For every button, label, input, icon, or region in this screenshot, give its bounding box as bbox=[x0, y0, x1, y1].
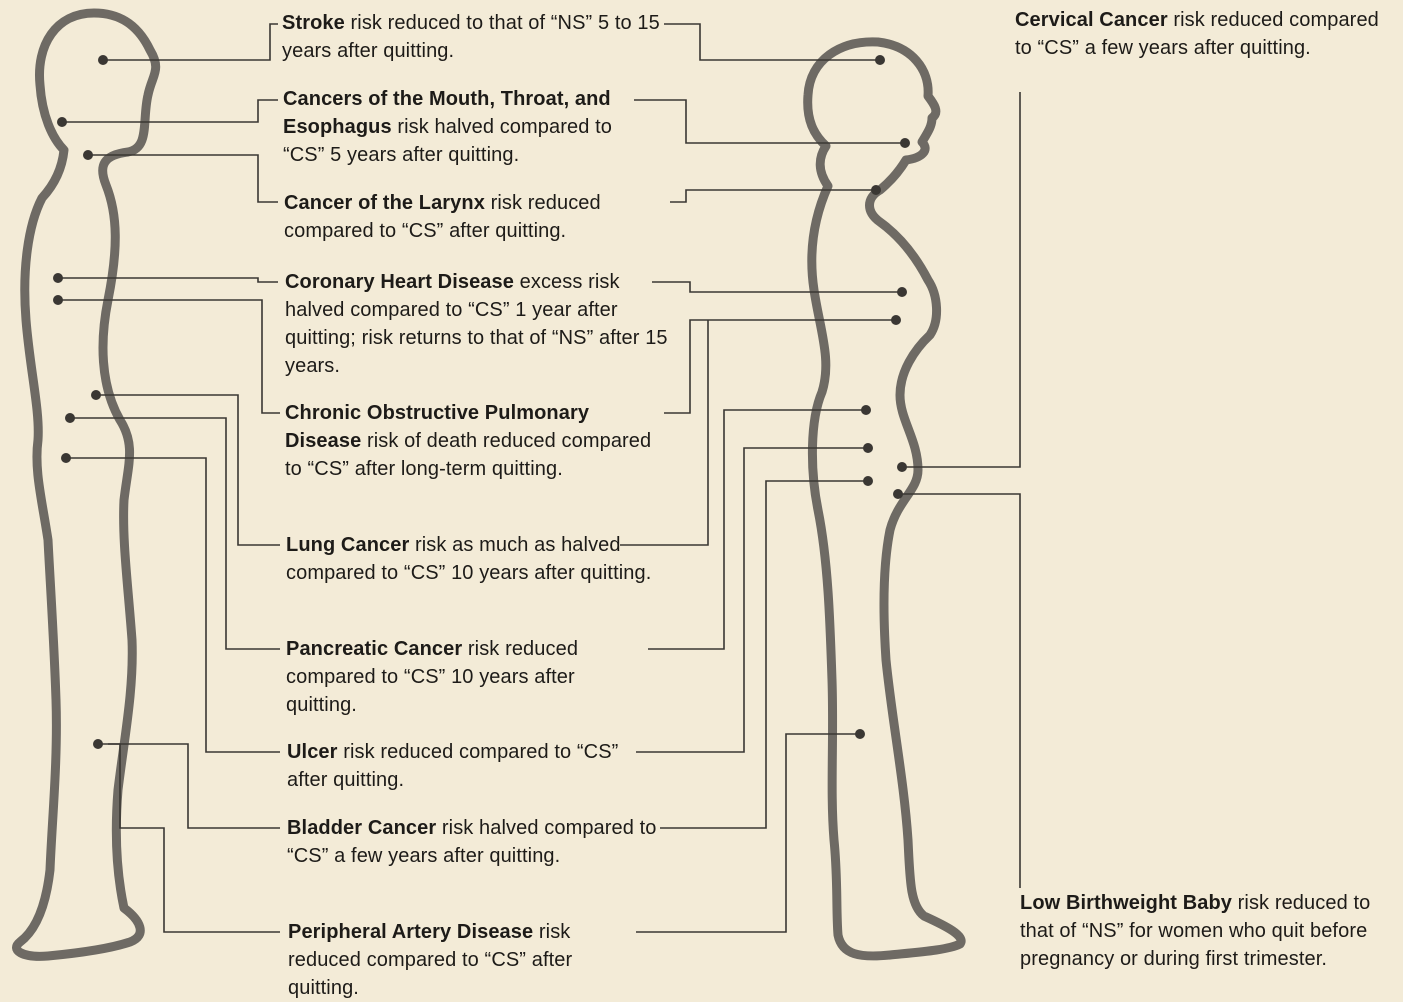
annotation-bladder-cancer: Bladder Cancer risk halved compared to “… bbox=[287, 814, 657, 870]
dot-ulcer-female bbox=[863, 443, 873, 453]
annotation-pancreatic-cancer: Pancreatic Cancer risk reduced compared … bbox=[286, 635, 646, 719]
annotation-title: Pancreatic Cancer bbox=[286, 638, 462, 660]
leader-mouth-female bbox=[634, 100, 905, 143]
leader-cervical bbox=[902, 92, 1020, 467]
annotation-ulcer: Ulcer risk reduced compared to “CS” afte… bbox=[287, 738, 632, 794]
annotation-title: Cancer of the Larynx bbox=[284, 192, 485, 214]
dot-stroke-male bbox=[98, 55, 108, 65]
dot-pancreatic-female bbox=[861, 405, 871, 415]
dot-mouth-female bbox=[900, 138, 910, 148]
leader-birthweight bbox=[898, 494, 1020, 888]
annotation-title: Ulcer bbox=[287, 741, 338, 763]
dot-lung-male bbox=[91, 390, 101, 400]
dot-heart-male bbox=[53, 273, 63, 283]
dot-birthweight bbox=[893, 489, 903, 499]
annotation-title: Lung Cancer bbox=[286, 534, 409, 556]
annotation-copd: Chronic Obstructive Pulmonary Disease ri… bbox=[285, 399, 670, 483]
annotation-title: Cervical Cancer bbox=[1015, 9, 1168, 31]
leader-larynx-male bbox=[88, 155, 278, 202]
dot-copd-female bbox=[891, 315, 901, 325]
dot-stroke-female bbox=[875, 55, 885, 65]
leader-pad-male bbox=[108, 744, 280, 932]
leader-pad-female bbox=[636, 734, 860, 932]
annotation-mouth-throat-esophagus: Cancers of the Mouth, Throat, and Esopha… bbox=[283, 85, 658, 169]
annotation-title: Bladder Cancer bbox=[287, 817, 436, 839]
dot-mouth-male bbox=[57, 117, 67, 127]
annotation-stroke: Stroke risk reduced to that of “NS” 5 to… bbox=[282, 9, 662, 65]
annotation-text: risk reduced compared to “CS” after quit… bbox=[287, 741, 618, 791]
female-body-outline bbox=[808, 42, 961, 956]
dot-pancreatic-male bbox=[65, 413, 75, 423]
dot-copd-male bbox=[53, 295, 63, 305]
dot-larynx-female bbox=[871, 185, 881, 195]
dot-heart-female bbox=[897, 287, 907, 297]
dot-ulcer-male bbox=[61, 453, 71, 463]
annotation-peripheral-artery-disease: Peripheral Artery Disease risk reduced c… bbox=[288, 918, 633, 1002]
dot-pad-female bbox=[855, 729, 865, 739]
dot-bladder-male bbox=[93, 739, 103, 749]
dot-larynx-male bbox=[83, 150, 93, 160]
leader-larynx-female bbox=[670, 190, 876, 202]
leader-copd-female bbox=[664, 320, 896, 413]
leader-ulcer-male bbox=[66, 458, 280, 752]
annotation-coronary-heart-disease: Coronary Heart Disease excess risk halve… bbox=[285, 268, 675, 380]
leader-heart-female bbox=[652, 282, 902, 292]
annotation-lung-cancer: Lung Cancer risk as much as halved compa… bbox=[286, 531, 661, 587]
annotation-title: Coronary Heart Disease bbox=[285, 271, 514, 293]
leader-pancreatic-male bbox=[70, 418, 280, 649]
leader-bladder-female bbox=[660, 481, 868, 828]
leader-heart-male bbox=[58, 278, 278, 282]
annotation-title: Low Birthweight Baby bbox=[1020, 892, 1232, 914]
annotation-larynx: Cancer of the Larynx risk reduced compar… bbox=[284, 189, 666, 245]
annotation-title: Stroke bbox=[282, 12, 345, 34]
annotation-low-birthweight-baby: Low Birthweight Baby risk reduced to tha… bbox=[1020, 889, 1402, 973]
leader-mouth-male bbox=[62, 100, 278, 122]
dot-bladder-female bbox=[863, 476, 873, 486]
dot-cervical bbox=[897, 462, 907, 472]
annotation-cervical-cancer: Cervical Cancer risk reduced compared to… bbox=[1015, 6, 1390, 62]
annotation-title: Peripheral Artery Disease bbox=[288, 921, 533, 943]
